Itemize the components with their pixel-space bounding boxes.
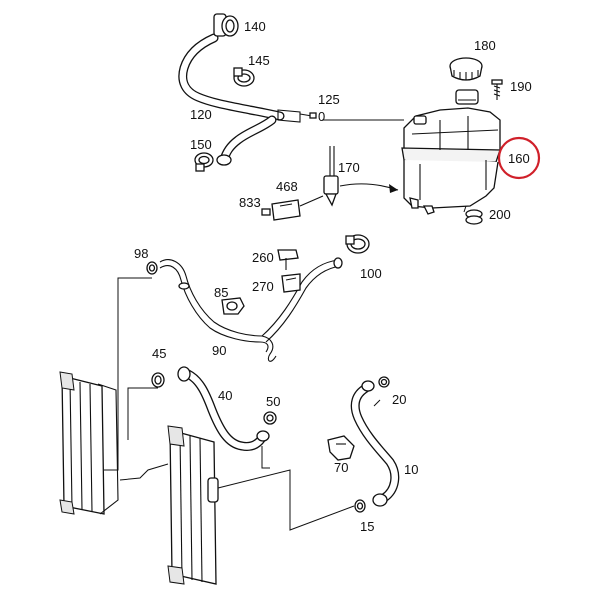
callout-468: 468 bbox=[276, 179, 298, 194]
callout-98: 98 bbox=[134, 246, 148, 261]
clip-270[interactable] bbox=[281, 273, 301, 293]
callout-160: 160 bbox=[508, 151, 530, 166]
callout-85: 85 bbox=[214, 285, 228, 300]
clamp-100[interactable] bbox=[345, 234, 370, 254]
callout-270: 270 bbox=[252, 279, 274, 294]
callout-140: 140 bbox=[244, 19, 266, 34]
highlight-circle bbox=[497, 136, 541, 180]
radiator-right[interactable] bbox=[167, 425, 219, 585]
upper-hose-120[interactable] bbox=[178, 33, 317, 123]
o-ring-50[interactable] bbox=[263, 411, 277, 425]
o-ring-45[interactable] bbox=[151, 372, 165, 388]
callout-260: 260 bbox=[252, 250, 274, 265]
callout-40: 40 bbox=[218, 388, 232, 403]
bracket-85[interactable] bbox=[221, 297, 245, 315]
rubber-mount-200[interactable] bbox=[465, 209, 483, 225]
cap-180[interactable] bbox=[449, 57, 483, 81]
callout-10: 10 bbox=[404, 462, 418, 477]
screw-833[interactable] bbox=[261, 208, 271, 216]
clip-70[interactable] bbox=[327, 435, 355, 461]
bracket-468[interactable] bbox=[271, 199, 301, 221]
callout-180: 180 bbox=[474, 38, 496, 53]
clamp-140[interactable] bbox=[213, 13, 239, 37]
hose-150[interactable] bbox=[216, 115, 277, 166]
callout-90: 90 bbox=[212, 343, 226, 358]
callout-833: 833 bbox=[239, 195, 261, 210]
callout-150: 150 bbox=[190, 137, 212, 152]
bolt-190[interactable] bbox=[491, 79, 503, 100]
callout-200: 200 bbox=[489, 207, 511, 222]
sensor-170[interactable] bbox=[299, 146, 339, 207]
clip-260[interactable] bbox=[277, 249, 299, 270]
radiator-left[interactable] bbox=[59, 371, 119, 515]
o-ring-20[interactable] bbox=[378, 376, 390, 388]
expansion-tank-160[interactable] bbox=[401, 89, 501, 215]
callout-20: 20 bbox=[392, 392, 406, 407]
callout-190: 190 bbox=[510, 79, 532, 94]
leader-lines bbox=[104, 119, 467, 531]
hose-10[interactable] bbox=[350, 380, 400, 507]
o-ring-15[interactable] bbox=[354, 499, 366, 513]
callout-100: 100 bbox=[360, 266, 382, 281]
callout-145: 145 bbox=[248, 53, 270, 68]
callout-0: 0 bbox=[318, 109, 325, 124]
callout-170: 170 bbox=[338, 160, 360, 175]
callout-labels: 140 145 120 150 125 0 170 468 833 180 19… bbox=[134, 19, 532, 534]
clamp-145[interactable] bbox=[233, 67, 255, 87]
o-ring-98[interactable] bbox=[146, 261, 158, 275]
callout-45: 45 bbox=[152, 346, 166, 361]
callout-120: 120 bbox=[190, 107, 212, 122]
arrow-170-head bbox=[389, 184, 398, 193]
hose-90[interactable] bbox=[159, 257, 343, 362]
callout-70: 70 bbox=[334, 460, 348, 475]
hose-40[interactable] bbox=[177, 366, 270, 451]
callout-125: 125 bbox=[318, 92, 340, 107]
callout-15: 15 bbox=[360, 519, 374, 534]
clamp-150[interactable] bbox=[194, 152, 214, 172]
callout-50: 50 bbox=[266, 394, 280, 409]
